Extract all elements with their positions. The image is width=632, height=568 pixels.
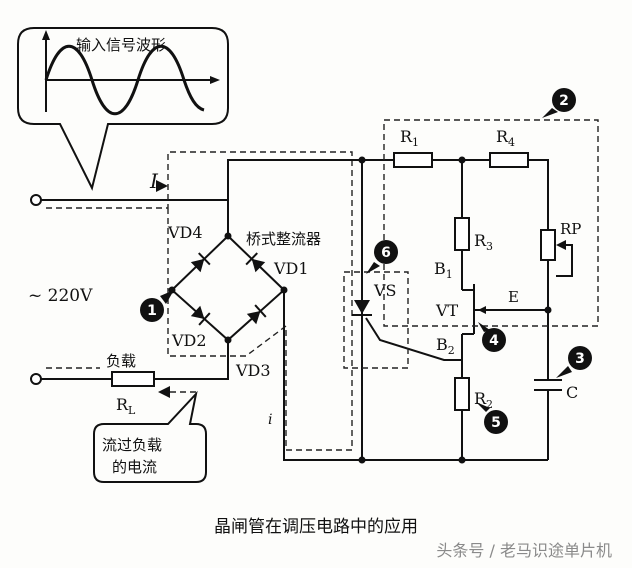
load-current-arrow <box>158 386 170 398</box>
diode-vd4 <box>190 252 211 273</box>
bridge-label: 桥式整流器 <box>246 230 321 248</box>
wire-load-bridge <box>154 340 229 380</box>
vd4-label: VD4 <box>167 223 203 242</box>
r4-label: R4 <box>496 127 515 149</box>
callout-4: 4 <box>478 322 506 352</box>
callout-6: 6 <box>366 240 398 274</box>
i-small-label: i <box>268 412 272 428</box>
callout-5: 5 <box>476 402 508 434</box>
thyristor-vs <box>352 300 462 361</box>
rp-wiper-arrow <box>556 240 566 250</box>
vd2-label: VD2 <box>171 331 207 350</box>
node-bus-bottom <box>358 456 366 464</box>
node-e <box>544 306 552 314</box>
diode-vd1 <box>245 252 266 273</box>
rp-wiper <box>547 244 573 277</box>
diode-vd2 <box>190 305 211 326</box>
main-current-path <box>46 151 353 451</box>
callout-1: 1 <box>140 290 174 322</box>
load-current-bubble <box>93 390 207 483</box>
ac-terminal-top <box>30 194 42 206</box>
b2-label: B2 <box>436 335 455 357</box>
resistor-r1 <box>393 152 433 168</box>
sine-wave <box>44 45 205 115</box>
r1-label: R1 <box>400 127 419 149</box>
svg-text:2: 2 <box>559 93 569 109</box>
load-current-line2: 的电流 <box>112 458 157 476</box>
vs-label: VS <box>373 281 397 300</box>
load-current-path <box>46 367 200 393</box>
ac-terminal-bottom <box>30 373 42 385</box>
svg-text:5: 5 <box>491 415 501 431</box>
resistor-r2 <box>454 377 470 411</box>
load-current-line1: 流过负载 <box>102 436 162 454</box>
bridge-outline <box>170 234 286 342</box>
c-label: C <box>566 383 578 402</box>
watermark: 头条号 / 老马识途单片机 <box>436 541 612 560</box>
callout-2: 2 <box>542 88 576 118</box>
diode-vd3 <box>246 304 267 325</box>
wire-bus-top <box>227 159 362 236</box>
vt-label: VT <box>435 301 459 320</box>
vd1-label: VD1 <box>273 259 309 278</box>
svg-text:4: 4 <box>489 333 499 349</box>
svg-text:6: 6 <box>381 245 391 261</box>
current-label: I <box>149 169 159 193</box>
waveform-axis-y-arrow <box>42 30 50 40</box>
r3-label: R3 <box>474 231 493 253</box>
load-resistor <box>111 371 155 387</box>
e-label: E <box>508 288 519 306</box>
load-label: 负载 <box>106 352 136 370</box>
waveform-axis-x-arrow <box>210 76 220 84</box>
vs-dashed-box <box>343 271 409 369</box>
potentiometer-rp <box>540 229 556 261</box>
b1-label: B1 <box>434 259 453 281</box>
svg-text:1: 1 <box>147 303 157 319</box>
diagram-caption: 晶闸管在调压电路中的应用 <box>214 517 418 537</box>
wire-bus-bottom <box>283 290 548 461</box>
resistor-r4 <box>489 152 529 168</box>
rp-label: RP <box>560 220 581 238</box>
svg-text:3: 3 <box>575 351 585 367</box>
callout-3: 3 <box>556 346 592 378</box>
resistor-r3 <box>454 217 470 251</box>
current-arrow <box>156 180 168 192</box>
input-waveform-label: 输入信号波形 <box>76 36 166 54</box>
bridge-node-bottom <box>224 336 232 344</box>
vd3-label: VD3 <box>235 361 271 380</box>
waveform-bubble <box>17 27 229 191</box>
voltage-label: ~ 220V <box>28 286 93 306</box>
node-r2-bottom <box>458 456 466 464</box>
rl-label: RL <box>116 395 136 417</box>
